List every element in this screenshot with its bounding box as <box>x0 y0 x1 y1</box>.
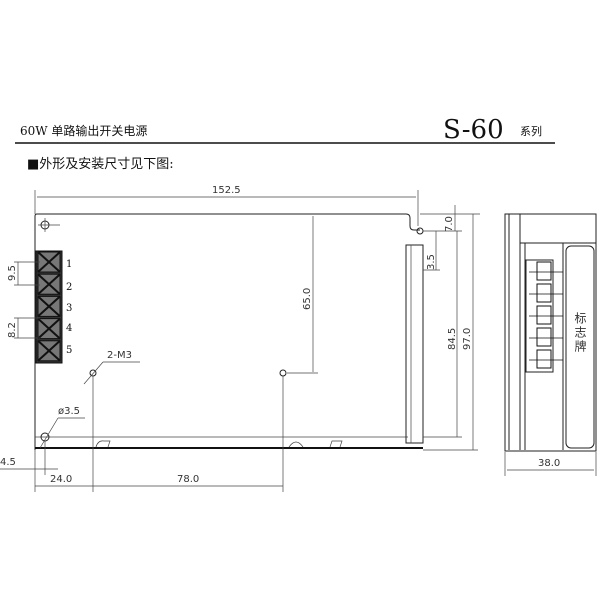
side-terminal <box>536 327 552 347</box>
svg-text:9.5: 9.5 <box>7 265 18 281</box>
heat-sink-fin <box>405 244 424 444</box>
dim-hole-depth: 65.0 <box>287 216 318 374</box>
label-plate <box>565 245 595 449</box>
side-view <box>504 213 597 476</box>
dim-length: 152.5 <box>34 185 419 226</box>
dim-tab: 7.0 3.5 <box>420 205 480 271</box>
subtitle: ■外形及安装尺寸见下图: <box>27 157 174 172</box>
svg-text:24.0: 24.0 <box>50 474 72 485</box>
side-terminal <box>536 261 552 281</box>
terminal-1: 1 <box>66 259 72 270</box>
svg-text:7.0: 7.0 <box>444 216 455 232</box>
svg-text:3.5: 3.5 <box>426 254 437 270</box>
svg-text:78.0: 78.0 <box>177 474 199 485</box>
terminal-cross <box>37 317 61 340</box>
callout-screw: 2-M3 <box>83 350 140 385</box>
series-label: 系列 <box>520 124 542 138</box>
terminal-4: 4 <box>66 323 72 334</box>
dim-length-label: 152.5 <box>212 185 241 196</box>
terminal-cross <box>37 340 61 362</box>
front-view-body <box>34 213 424 450</box>
dim-height: 84.5 97.0 <box>423 214 478 451</box>
dim-terminal-width: 8.2 <box>7 317 40 339</box>
svg-text:4.5: 4.5 <box>0 457 16 468</box>
side-terminal <box>536 305 552 325</box>
screw-hole-right <box>279 369 287 377</box>
header-title: 60W 单路输出开关电源 <box>20 123 147 138</box>
dim-bottom: 4.5 24.0 78.0 <box>0 376 284 492</box>
svg-text:ø3.5: ø3.5 <box>58 406 80 417</box>
svg-text:65.0: 65.0 <box>302 288 313 310</box>
callout-hole-diameter: ø3.5 <box>39 406 85 449</box>
terminal-cross <box>37 251 61 273</box>
side-terminal <box>536 283 552 303</box>
model-name: S-60 <box>443 115 504 145</box>
svg-text:84.5: 84.5 <box>447 328 458 350</box>
terminal-5: 5 <box>66 345 72 356</box>
terminal-2: 2 <box>66 282 72 293</box>
terminal-cross <box>37 273 61 295</box>
terminal-3: 3 <box>66 303 72 314</box>
svg-text:2-M3: 2-M3 <box>107 350 132 361</box>
side-width-label: 38.0 <box>538 458 560 469</box>
side-terminal <box>536 349 552 369</box>
svg-text:8.2: 8.2 <box>7 322 18 338</box>
dim-terminal-pitch: 9.5 <box>7 261 40 286</box>
terminal-cross <box>37 295 61 318</box>
label-plate-text: 标志牌 <box>573 312 587 354</box>
terminal-block <box>35 250 63 364</box>
svg-text:97.0: 97.0 <box>462 328 473 350</box>
